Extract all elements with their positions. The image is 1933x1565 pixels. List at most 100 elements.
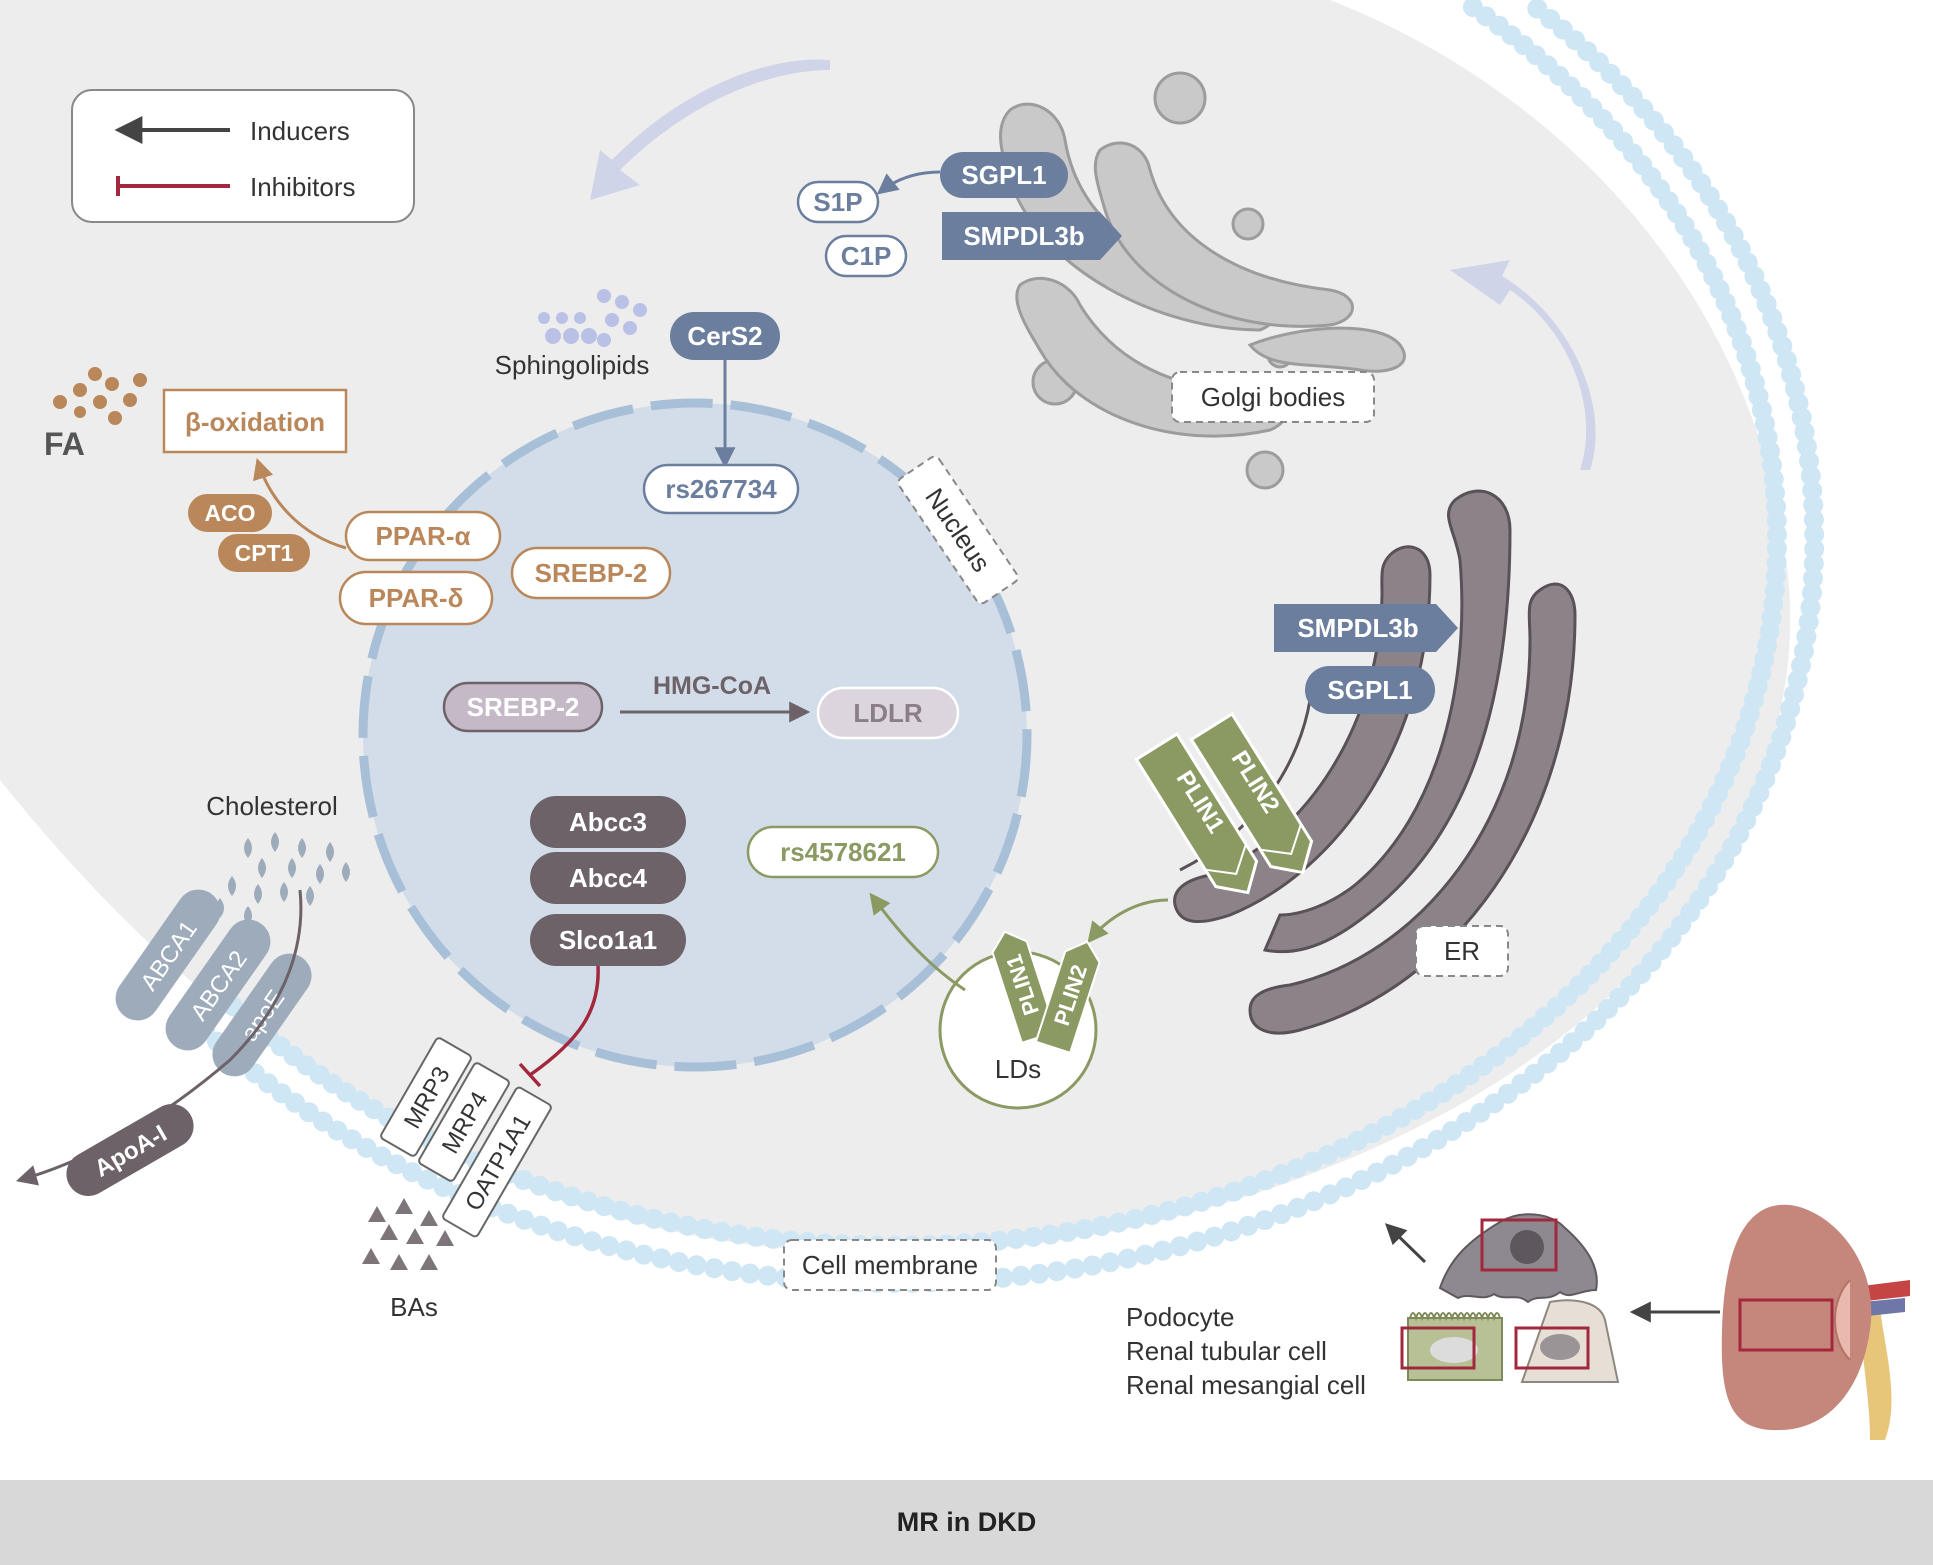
membrane-bead <box>1351 1170 1372 1190</box>
membrane-bead <box>386 1154 407 1175</box>
membrane-bead <box>757 1265 778 1286</box>
mesangial-cell <box>1514 1299 1620 1383</box>
membrane-bead <box>1207 1186 1228 1207</box>
membrane-bead <box>1766 538 1787 559</box>
svg-text:Abcc4: Abcc4 <box>569 863 648 893</box>
footer-title: MR in DKD <box>896 1507 1037 1537</box>
membrane-bead <box>763 1228 784 1249</box>
membrane-bead <box>740 1263 760 1284</box>
membrane-bead <box>722 1261 743 1282</box>
membrane-bead <box>1011 1265 1032 1286</box>
membrane-bead <box>1152 1240 1173 1261</box>
membrane-bead <box>371 1146 392 1167</box>
membrane-bead <box>1320 1184 1340 1205</box>
c1p-badge: C1P <box>824 234 908 278</box>
svg-text:rs4578621: rs4578621 <box>780 837 906 867</box>
svg-text:SGPL1: SGPL1 <box>1327 675 1412 705</box>
membrane-bead <box>1238 1215 1259 1236</box>
membrane-bead <box>1239 1176 1260 1196</box>
membrane-bead <box>616 1240 637 1261</box>
membrane-bead <box>1074 1219 1095 1240</box>
membrane-bead <box>1800 465 1821 486</box>
membrane-bead <box>1796 436 1817 457</box>
membrane-bead <box>1802 480 1823 501</box>
svg-text:Golgi bodies: Golgi bodies <box>1201 382 1346 412</box>
sgpl1-er-badge: SGPL1 <box>1305 666 1435 714</box>
membrane-bead <box>531 1215 552 1236</box>
membrane-bead <box>1271 1164 1292 1185</box>
membrane-bead <box>643 1208 664 1229</box>
membrane-bead <box>1125 1208 1146 1229</box>
membrane-bead <box>1254 1210 1275 1231</box>
membrane-bead <box>1804 524 1825 545</box>
svg-text:SGPL1: SGPL1 <box>961 160 1046 190</box>
legend: Inducers Inhibitors <box>71 89 415 223</box>
membrane-bead <box>1255 1170 1276 1191</box>
diagram-canvas: Inducers Inhibitors Golgi bodies SGPL1 S… <box>0 0 1910 1440</box>
legend-inducers: Inducers <box>250 116 350 146</box>
cholesterol-drops <box>216 832 350 926</box>
membrane-bead <box>686 1255 707 1276</box>
membrane-bead <box>1108 1212 1129 1233</box>
membrane-bead <box>1803 568 1823 589</box>
plin1-ld-arrow: PLIN1 <box>991 930 1058 1045</box>
membrane-bead <box>1271 1204 1292 1225</box>
membrane-bead <box>1204 1226 1225 1247</box>
hmg-coa-label: HMG-CoA <box>653 672 771 700</box>
membrane-bead <box>417 1169 438 1190</box>
svg-text:C1P: C1P <box>841 241 892 271</box>
membrane-bead <box>610 1200 631 1221</box>
smpdl3b-er-badge: SMPDL3b <box>1274 604 1458 652</box>
svg-text:β-oxidation: β-oxidation <box>185 407 325 437</box>
membrane-bead <box>694 1219 715 1239</box>
membrane-bead <box>633 1244 654 1265</box>
abcc3-badge: Abcc3 <box>530 796 686 848</box>
svg-text:PPAR-δ: PPAR-δ <box>369 583 464 613</box>
membrane-bead <box>1006 1228 1026 1249</box>
membrane-bead <box>433 1177 454 1197</box>
membrane-bead <box>1799 451 1819 472</box>
tubular-cell <box>1400 1312 1503 1381</box>
abcc4-badge: Abcc4 <box>530 852 686 904</box>
membrane-bead <box>1332 1137 1353 1158</box>
cell-type-tubular: Renal tubular cell <box>1126 1336 1327 1366</box>
membrane-bead <box>564 1226 585 1247</box>
golgi-label: Golgi bodies <box>1171 371 1375 423</box>
membrane-bead <box>1302 1151 1323 1172</box>
fa-label: FA <box>44 426 85 462</box>
membrane-bead <box>1412 1138 1433 1159</box>
apoa1-badge: ApoA-I <box>66 1104 194 1196</box>
membrane-bead <box>704 1258 725 1279</box>
membrane-bead <box>1141 1205 1162 1225</box>
membrane-bead <box>545 1181 566 1202</box>
membrane-bead <box>1187 1231 1208 1252</box>
membrane-bead <box>677 1215 698 1236</box>
membrane-bead <box>627 1204 648 1225</box>
cers2-badge: CerS2 <box>670 312 780 360</box>
ldlr-badge: LDLR <box>816 686 960 740</box>
cell-membrane-label: Cell membrane <box>783 1239 997 1291</box>
srebp2-outer-badge: SREBP-2 <box>510 546 672 600</box>
svg-text:PPAR-α: PPAR-α <box>376 521 471 551</box>
membrane-bead <box>1800 597 1821 618</box>
membrane-bead <box>1470 1102 1491 1123</box>
membrane-bead <box>599 1236 620 1256</box>
membrane-bead <box>711 1221 732 1242</box>
slco1a1-badge: Slco1a1 <box>530 914 686 966</box>
membrane-bead <box>1158 1200 1179 1221</box>
svg-text:S1P: S1P <box>813 187 862 217</box>
rs4578621-badge: rs4578621 <box>746 825 940 879</box>
membrane-bead <box>1382 1154 1403 1175</box>
s1p-badge: S1P <box>796 180 880 224</box>
svg-text:LDs: LDs <box>995 1054 1041 1084</box>
membrane-bead <box>1082 1255 1103 1276</box>
membrane-bead <box>513 1170 534 1190</box>
cell-type-podocyte: Podocyte <box>1126 1302 1234 1332</box>
podocyte-cell <box>1438 1213 1598 1304</box>
membrane-bead <box>581 1231 602 1252</box>
svg-text:SMPDL3b: SMPDL3b <box>1297 613 1418 643</box>
membrane-bead <box>547 1221 568 1242</box>
svg-text:ER: ER <box>1444 936 1480 966</box>
membrane-bead <box>1427 1129 1448 1150</box>
bas-label: BAs <box>390 1292 438 1322</box>
